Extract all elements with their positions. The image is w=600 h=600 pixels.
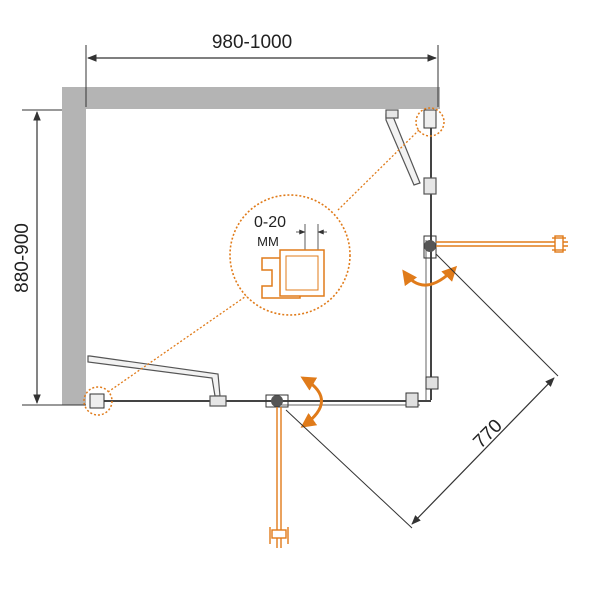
corner-fitting-front — [405, 392, 419, 408]
height-label: 880-900 — [12, 223, 33, 293]
swing-arrows — [300, 265, 458, 428]
front-support-bar — [87, 355, 221, 397]
wall-profiles — [89, 109, 437, 409]
open-door-positions — [269, 235, 568, 548]
height-dimension: 880-900 — [12, 109, 86, 406]
pivot-hinges — [265, 235, 437, 408]
walls — [62, 87, 440, 405]
width-label: 980-1000 — [212, 32, 292, 53]
right-door-swing-arrow — [402, 265, 458, 287]
detail-marker-right — [415, 107, 445, 137]
corner-fittings — [405, 376, 439, 408]
support-bars — [87, 109, 437, 407]
detail-callout: 0-20 MM — [83, 107, 445, 416]
front-door-swing-arrow — [300, 376, 323, 428]
right-support-bar — [385, 113, 421, 186]
right-wall-profile — [423, 109, 437, 129]
left-wall-profile — [89, 393, 105, 409]
unit-label: MM — [257, 234, 279, 249]
corner-fitting-right — [425, 376, 439, 390]
detail-marker-left — [83, 386, 113, 416]
front-pivot-hinge — [271, 395, 283, 407]
side-wall — [62, 87, 86, 405]
adjust-range-label: 0-20 — [254, 214, 286, 231]
back-wall — [62, 87, 440, 109]
width-dimension: 980-1000 — [85, 32, 439, 107]
profile-insert — [279, 249, 325, 297]
right-pivot-hinge — [424, 240, 436, 252]
door-opening-label: 770 — [469, 415, 506, 452]
